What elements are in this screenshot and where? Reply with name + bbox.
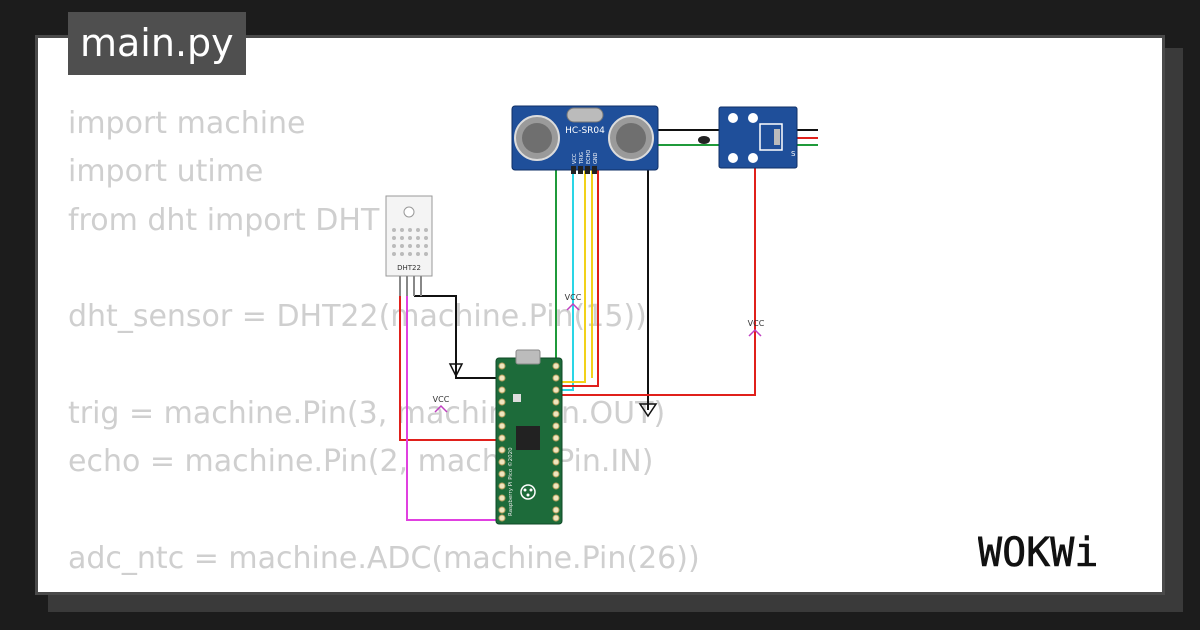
file-tab-main-py[interactable]: main.py [68,12,246,75]
pin-label: VCC [572,153,578,164]
wire-ntc-vcc [520,137,818,396]
code-line: from dht import DHT [68,202,380,238]
ntc-sensor-module[interactable]: S [698,106,798,169]
dht22-sensor[interactable]: DHT22 [385,195,433,296]
vcc-label: VCC [433,395,450,404]
raspberry-logo-icon [520,484,536,500]
gnd-symbol [638,403,658,418]
hc-sr04-sensor[interactable]: HC-SR04 VCC TRIG ECHO GND [511,105,659,174]
wokwi-logo: WOKWi [978,530,1099,576]
vcc-symbols: VCC VCC VCC [433,293,765,413]
vcc-label: VCC [748,319,765,328]
ntc-label: S [791,150,796,158]
code-line: import machine [68,106,306,141]
svg-text:WOKWi: WOKWi [978,530,1098,576]
vcc-symbol: VCC [565,293,582,311]
vcc-symbol: VCC [433,395,450,413]
code-line: adc_ntc = machine.ADC(machine.Pin(26)) [68,540,700,576]
raspberry-pi-pico[interactable]: Raspberry Pi Pico ©2020 [495,349,563,525]
pin-label: TRIG [579,152,585,165]
wire-sr04-echo [548,168,586,383]
gnd-symbol [448,363,464,378]
wire-dht-data [406,296,500,521]
wire-sr04-trig [548,168,574,391]
pin-label: GND [593,152,599,164]
vcc-symbol: VCC [748,319,765,337]
sr04-label: HC-SR04 [565,126,605,136]
pin-label: ECHO [586,150,592,164]
wire-dht-vcc [399,296,500,441]
ground-symbols [448,363,658,418]
pico-label: Raspberry Pi Pico ©2020 [507,447,514,516]
dht-label: DHT22 [397,264,421,272]
code-line: import utime [68,154,264,190]
vcc-label: VCC [565,293,582,302]
